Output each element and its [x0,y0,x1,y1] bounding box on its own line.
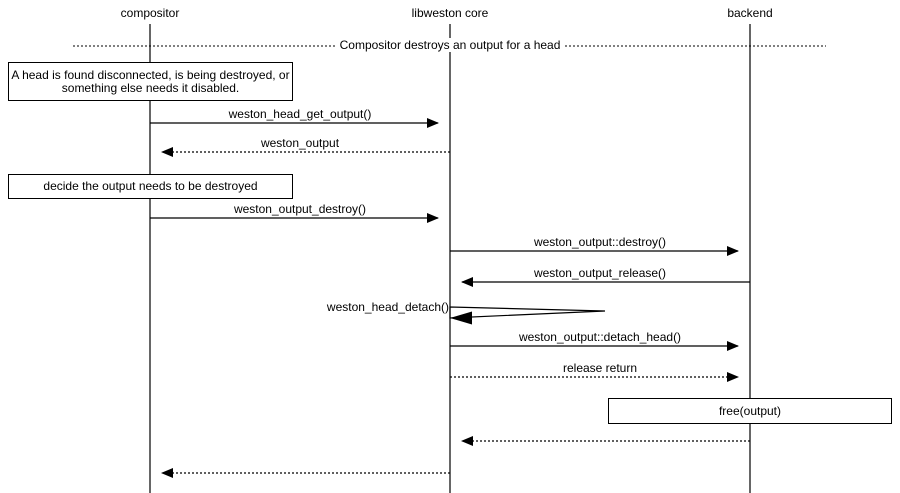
self-message-weston-head-detach [449,306,606,325]
message-label-weston-output-return: weston_output [260,136,340,150]
message-label-weston-output-detach-head: weston_output::detach_head() [518,330,682,344]
message-label-weston-output-destroy-vfunc: weston_output::destroy() [533,235,667,249]
separator-label: Compositor destroys an output for a head [335,38,565,52]
lifeline-header-libweston-core: libweston core [411,6,489,20]
message-label-weston-output-release: weston_output_release() [533,266,667,280]
message-label-weston-head-get-output: weston_head_get_output() [228,107,372,121]
note-decide-destroy: decide the output needs to be destroyed [8,174,293,199]
message-label-weston-output-destroy: weston_output_destroy() [233,202,367,216]
lifeline-header-compositor: compositor [120,6,180,20]
note-free-output: free(output) [608,398,892,424]
message-label-release-return: release return [562,361,638,375]
note-head-disconnected: A head is found disconnected, is being d… [8,62,293,101]
message-label-weston-head-detach: weston_head_detach() [326,300,449,314]
lifeline-header-backend: backend [727,6,773,20]
